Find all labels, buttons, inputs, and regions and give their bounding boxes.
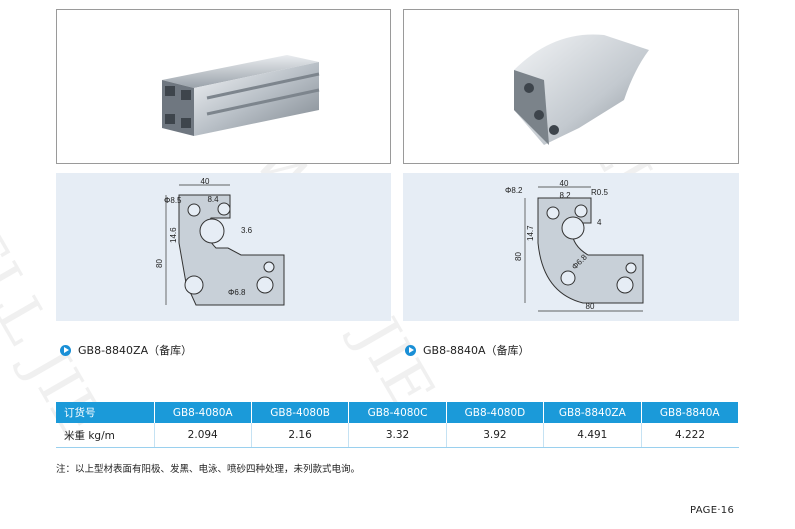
header-cell: GB8-4080A bbox=[154, 402, 252, 423]
dim-width-bottom: 80 bbox=[586, 302, 595, 311]
dim-hole: Φ8.2 bbox=[505, 186, 523, 195]
header-cell: GB8-4080D bbox=[446, 402, 545, 423]
row-label: 米重 kg/m bbox=[56, 423, 154, 448]
play-icon bbox=[60, 344, 71, 356]
header-cell: GB8-8840ZA bbox=[543, 402, 642, 423]
dim-radius: R0.5 bbox=[591, 188, 608, 197]
dim-width-top: 40 bbox=[560, 179, 569, 188]
product-photo-left bbox=[56, 9, 391, 164]
table-cell: 2.094 bbox=[153, 423, 252, 448]
dim-top-width: 8.4 bbox=[207, 195, 219, 204]
dim-hole2: Φ6.8 bbox=[228, 288, 246, 297]
caption-right-text: GB8-8840A（备库） bbox=[423, 344, 530, 357]
profile-40x80-image bbox=[162, 55, 320, 136]
footnote: 注：以上型材表面有阳极、发黑、电泳、喷砂四种处理，未列款式电询。 bbox=[56, 464, 361, 475]
header-cell: GB8-4080B bbox=[251, 402, 350, 423]
table-row: 米重 kg/m 2.094 2.16 3.32 3.92 4.491 4.222 bbox=[56, 423, 739, 448]
table-cell: 4.491 bbox=[543, 423, 642, 448]
dim-top-inner: 8.2 bbox=[559, 191, 571, 200]
dim-slot: 4 bbox=[597, 218, 602, 227]
technical-drawing-left: 40 8.4 Φ8.5 14.6 3.6 80 Φ6.8 bbox=[56, 173, 391, 321]
caption-left-text: GB8-8840ZA（备库） bbox=[78, 344, 193, 357]
table-cell: 2.16 bbox=[250, 423, 349, 448]
dim-height: 80 bbox=[155, 259, 164, 268]
dim-height-small: 14.7 bbox=[526, 225, 535, 241]
table-cell: 4.222 bbox=[640, 423, 739, 448]
technical-drawing-right: 40 8.2 Φ8.2 R0.5 4 14.7 80 Φ6.8 80 bbox=[403, 173, 739, 321]
caption-left: GB8-8840ZA（备库） bbox=[60, 342, 192, 358]
dim-width: 40 bbox=[201, 177, 210, 186]
dim-height-small: 14.6 bbox=[169, 227, 178, 243]
dim-hole: Φ8.5 bbox=[164, 196, 182, 205]
header-cell: GB8-4080C bbox=[348, 402, 447, 423]
header-cell: GB8-8840A bbox=[641, 402, 740, 423]
table-cell: 3.32 bbox=[348, 423, 447, 448]
dim-slot: 3.6 bbox=[241, 226, 253, 235]
dim-height: 80 bbox=[514, 252, 523, 261]
profile-quarter-round-image bbox=[514, 34, 649, 145]
spec-table: 订货号 GB8-4080A GB8-4080B GB8-4080C GB8-40… bbox=[56, 402, 740, 448]
caption-right: GB8-8840A（备库） bbox=[405, 342, 530, 358]
table-cell: 3.92 bbox=[445, 423, 544, 448]
play-icon bbox=[405, 344, 416, 356]
product-photo-right bbox=[403, 9, 739, 164]
page-number: PAGE·16 bbox=[690, 505, 735, 516]
header-cell: 订货号 bbox=[56, 402, 155, 423]
table-header-row: 订货号 GB8-4080A GB8-4080B GB8-4080C GB8-40… bbox=[56, 402, 740, 423]
